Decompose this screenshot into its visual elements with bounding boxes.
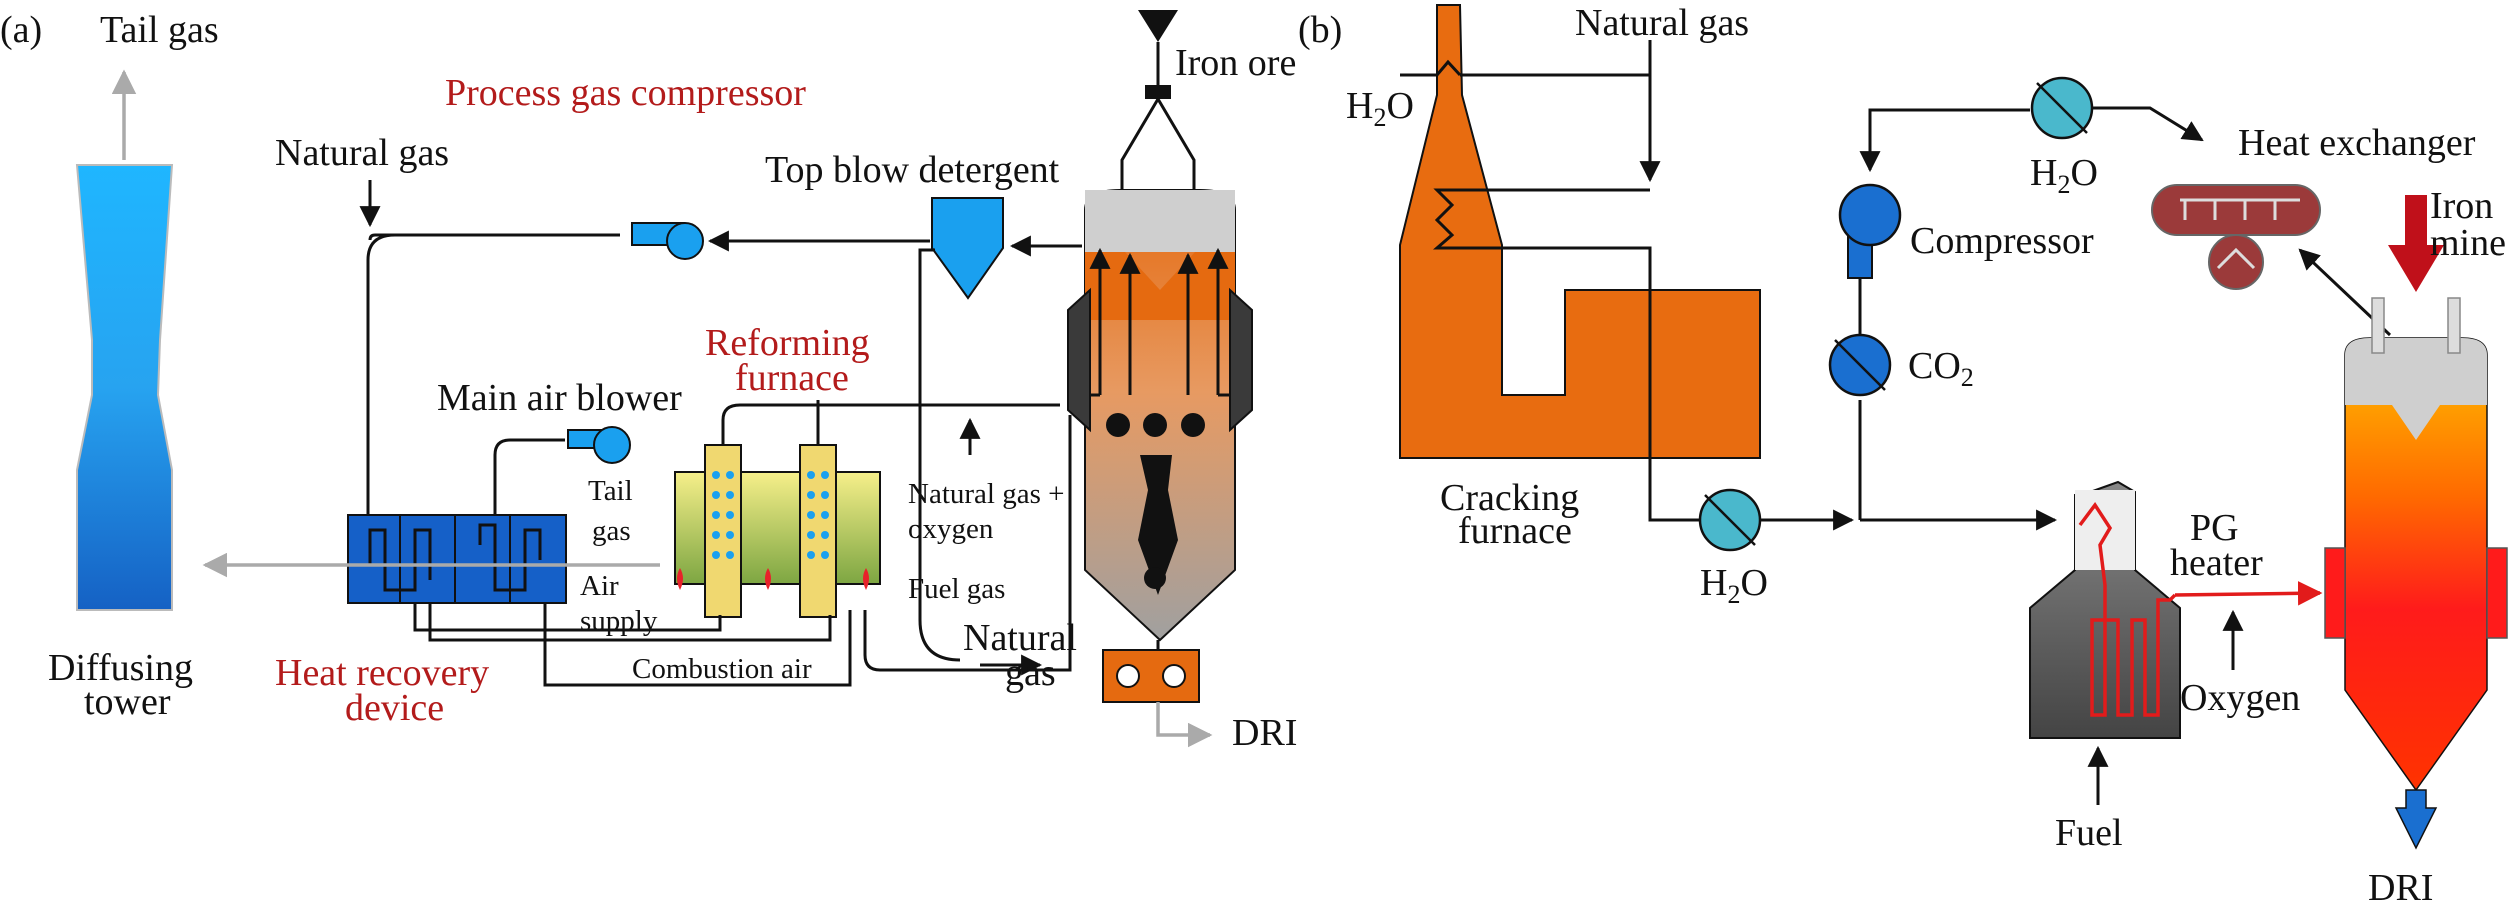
natural-gas-label-b: Natural gas: [1575, 2, 1749, 44]
iron-mine-label-1: Iron: [2430, 185, 2493, 227]
bustle-left: [1067, 287, 1091, 433]
pg-heater-label-2: heater: [2170, 542, 2263, 584]
compressor-label: Compressor: [1910, 220, 2094, 262]
iron-ore-hopper: [1138, 10, 1178, 42]
tail-gas-inner-label-1: Tail: [588, 475, 633, 507]
cracking-furnace-shape: [1399, 4, 1761, 459]
heat-recovery-label-1: Heat recovery: [275, 652, 489, 694]
h2o-bottom-label: H2O: [1700, 562, 1768, 609]
iron-mine-label-2: mine: [2430, 222, 2506, 264]
iron-mine-arrow: [2388, 195, 2444, 292]
dri-label-a: DRI: [1232, 712, 1297, 754]
diffusing-tower-label-2: tower: [84, 681, 171, 723]
top-blow-detergent-label: Top blow detergent: [765, 149, 1060, 191]
natural-gas-oxygen-label-2: oxygen: [908, 513, 994, 545]
reformer-tube-1: [704, 444, 742, 618]
reforming-furnace-label-2: furnace: [735, 357, 849, 399]
fuel-gas-label: Fuel gas: [908, 573, 1005, 605]
bustle-right: [1229, 287, 1253, 433]
heat-recovery-device: [347, 514, 567, 604]
cracking-furnace-label-1: Cracking: [1440, 477, 1579, 519]
pg-heater-label-1: PG: [2190, 507, 2239, 549]
heat-recovery-label-2: device: [345, 687, 444, 729]
natural-gas-top-label: Natural gas: [275, 132, 449, 174]
heat-exchanger-label: Heat exchanger: [2238, 122, 2476, 164]
process-gas-compressor-icon: [666, 222, 704, 260]
main-air-blower-icon: [593, 426, 631, 464]
reformer-tube-2: [799, 444, 837, 618]
iron-ore-label: Iron ore: [1175, 42, 1296, 84]
cracking-furnace-label-2: furnace: [1458, 510, 1572, 552]
dri-outlet-b: [2394, 789, 2438, 850]
h2o-top-label: H2O: [1346, 85, 1414, 132]
air-supply-label-1: Air: [580, 570, 619, 602]
process-gas-compressor-label: Process gas compressor: [445, 72, 806, 114]
main-air-blower-label: Main air blower: [437, 377, 682, 419]
diffusing-tower-shape: [75, 164, 174, 611]
natural-gas-bottom-label-2: gas: [1005, 652, 1056, 694]
co2-label: CO2: [1908, 345, 1974, 392]
h2o-right-label: H2O: [2030, 152, 2098, 199]
natural-gas-oxygen-label-1: Natural gas +: [908, 478, 1064, 510]
panel-a-label: (a): [0, 9, 42, 51]
top-blow-detergent-vessel: [931, 197, 1004, 300]
heat-exchanger-body: [2151, 184, 2321, 236]
tail-gas-inner-label-2: gas: [592, 515, 631, 547]
tail-gas-label: Tail gas: [100, 9, 219, 51]
reforming-furnace-label-1: Reforming: [705, 322, 870, 364]
oxygen-label: Oxygen: [2180, 677, 2300, 719]
dri-label-b: DRI: [2368, 867, 2433, 909]
compressor-icon: [1838, 183, 1902, 247]
air-supply-label-2: supply: [580, 605, 658, 637]
natural-gas-bottom-label-1: Natural: [963, 617, 1077, 659]
diffusing-tower-label-1: Diffusing: [48, 647, 193, 689]
fuel-label: Fuel: [2055, 812, 2123, 854]
panel-b-label: (b): [1298, 9, 1342, 51]
combustion-air-label: Combustion air: [632, 653, 812, 685]
